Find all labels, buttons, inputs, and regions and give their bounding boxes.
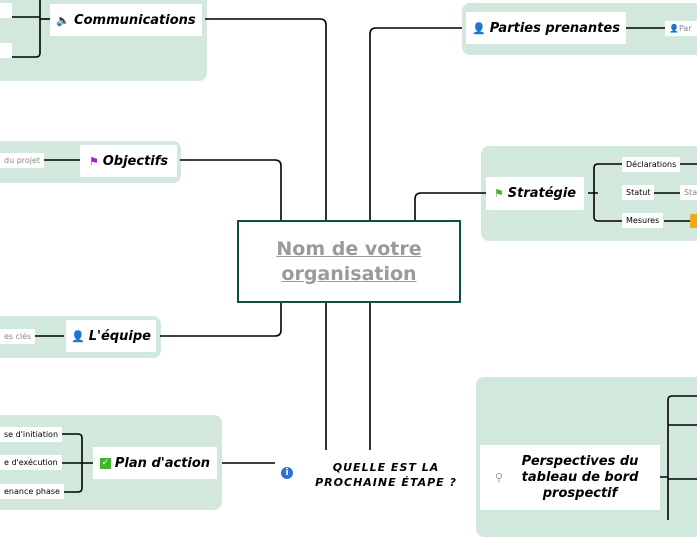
parties-prenantes-node[interactable]: 👤 Parties prenantes [466,12,626,44]
communications-child-2[interactable] [0,43,12,58]
strategie-mesures[interactable]: Mesures [622,213,664,228]
parties-child-label: Par [678,24,692,33]
plan-child-3[interactable]: enance phase [0,484,64,499]
declarations-label: Déclarations [626,160,677,169]
magnifier-icon: ⚲ [494,470,504,484]
objectifs-label: Objectifs [102,153,169,169]
plan-child-2[interactable]: e d'exécution [0,455,62,470]
checkbox-icon: ✓ [99,457,111,469]
strategie-statut[interactable]: Statut [622,185,655,200]
purple-flag-icon: ⚑ [88,154,99,168]
objectifs-node[interactable]: ⚑ Objectifs [80,145,177,177]
equipe-node[interactable]: 👤 L'équipe [66,320,156,352]
objectifs-child[interactable]: du projet [0,153,45,168]
info-icon: i [281,467,293,479]
strategie-node[interactable]: ⚑ Stratégie [486,177,584,210]
equipe-label: L'équipe [88,328,151,344]
strategie-declarations[interactable]: Déclarations [622,157,681,172]
communications-label: Communications [74,12,196,28]
plan-action-node[interactable]: ✓ Plan d'action [93,447,217,479]
plan-child-3-label: enance phase [4,487,60,496]
speaker-icon: 🔈 [56,13,71,27]
statut-child-label: Sta [684,188,697,197]
plan-child-1[interactable]: se d'initiation [0,427,63,442]
green-flag-icon: ⚑ [493,187,504,200]
person-icon: 👤 [71,329,85,343]
perspectives-node[interactable]: ⚲ Perspectives du tableau de bord prospe… [480,445,660,510]
person-icon: 👤 [472,21,486,35]
strategie-label: Stratégie [507,186,577,201]
central-topic[interactable]: Nom de votre organisation [237,220,461,303]
mesures-label: Mesures [626,216,660,225]
person-icon: 👤 [669,24,679,33]
objectifs-child-label: du projet [4,156,41,165]
plan-child-2-label: e d'exécution [4,458,58,467]
statut-child[interactable]: Sta [680,185,697,200]
parties-prenantes-label: Parties prenantes [489,20,620,36]
plan-action-label: Plan d'action [114,455,211,471]
next-step-node[interactable]: QUELLE EST LA PROCHAINE ÉTAPE ? [298,452,474,498]
communications-child-1[interactable] [0,3,12,18]
central-topic-title: Nom de votre organisation [276,237,422,285]
equipe-child-label: es clés [4,332,32,341]
plan-child-1-label: se d'initiation [4,430,59,439]
next-step-label: QUELLE EST LA PROCHAINE ÉTAPE ? [315,461,457,489]
parties-child[interactable]: 👤Par [665,21,697,36]
statut-label: Statut [626,188,651,197]
communications-node[interactable]: 🔈 Communications [50,4,202,36]
perspectives-label: Perspectives du tableau de bord prospect… [521,453,639,501]
mesures-child-icon [690,214,697,228]
equipe-child[interactable]: es clés [0,329,36,344]
